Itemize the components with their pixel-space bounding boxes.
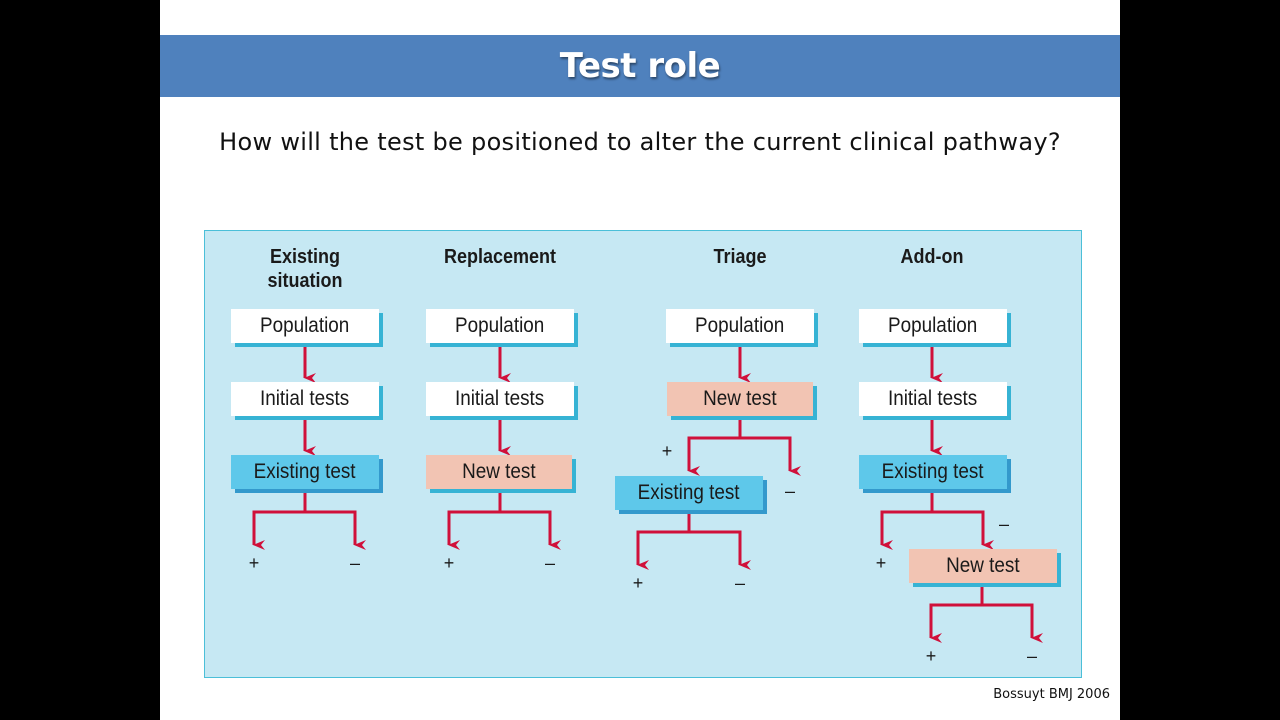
- addon-existing-test-box: Existing test: [859, 455, 1007, 489]
- existing-population-box: Population: [231, 309, 379, 343]
- triage-new-test-box: New test: [667, 382, 813, 416]
- branch-triage-existing-minus: [689, 530, 751, 570]
- addon-plus-top: +: [875, 553, 887, 573]
- replacement-population-box: Population: [426, 309, 574, 343]
- replacement-initial-tests-box: Initial tests: [426, 382, 574, 416]
- replacement-new-test-box: New test: [426, 455, 572, 489]
- branch-addon-existing: [880, 491, 934, 550]
- addon-minus: –: [1026, 646, 1037, 666]
- branch-triage-newtest-minus: [740, 436, 801, 476]
- slide-title: Test role: [559, 46, 721, 86]
- triage-minus-top: –: [784, 481, 795, 501]
- addon-new-test-box: New test: [909, 549, 1057, 583]
- branch-addon-existing-minus: [932, 510, 994, 550]
- branch-existing-test-minus: [305, 510, 366, 550]
- citation: Bossuyt BMJ 2006: [993, 687, 1110, 702]
- triage-existing-test-box: Existing test: [615, 476, 763, 510]
- triage-plus: +: [632, 573, 644, 593]
- existing-initial-tests-box: Initial tests: [231, 382, 379, 416]
- slide: Test role How will the test be positione…: [160, 0, 1120, 720]
- addon-plus: +: [925, 646, 937, 666]
- heading-line: situation: [267, 270, 343, 292]
- triage-plus-top: +: [661, 441, 673, 461]
- existing-test-box: Existing test: [231, 455, 379, 489]
- heading-add-on: Add-on: [900, 246, 964, 268]
- addon-initial-tests-box: Initial tests: [859, 382, 1007, 416]
- existing-plus: +: [248, 553, 260, 573]
- heading-line: Existing: [269, 246, 341, 268]
- heading-existing-situation: Existing situation: [224, 245, 386, 293]
- branch-replacement-test-minus: [500, 510, 561, 550]
- replacement-plus: +: [443, 553, 455, 573]
- flow-arrows: [252, 345, 1043, 643]
- branch-existing-test: [252, 491, 307, 550]
- existing-minus: –: [349, 553, 360, 573]
- replacement-minus: –: [544, 553, 555, 573]
- addon-minus-top: –: [998, 514, 1009, 534]
- branch-addon-newtest: [929, 585, 984, 643]
- title-bar: Test role: [160, 35, 1120, 97]
- heading-triage: Triage: [713, 246, 767, 268]
- branch-addon-newtest-minus: [982, 603, 1043, 643]
- branch-triage-existing: [636, 512, 691, 570]
- addon-population-box: Population: [859, 309, 1007, 343]
- triage-minus: –: [734, 573, 745, 593]
- branch-replacement-test: [447, 491, 502, 550]
- triage-population-box: Population: [666, 309, 814, 343]
- heading-replacement: Replacement: [443, 246, 557, 268]
- test-role-diagram: Existing situation Population Initial te…: [204, 230, 1082, 678]
- branch-triage-newtest: [687, 418, 742, 476]
- slide-question: How will the test be positioned to alter…: [219, 128, 1061, 156]
